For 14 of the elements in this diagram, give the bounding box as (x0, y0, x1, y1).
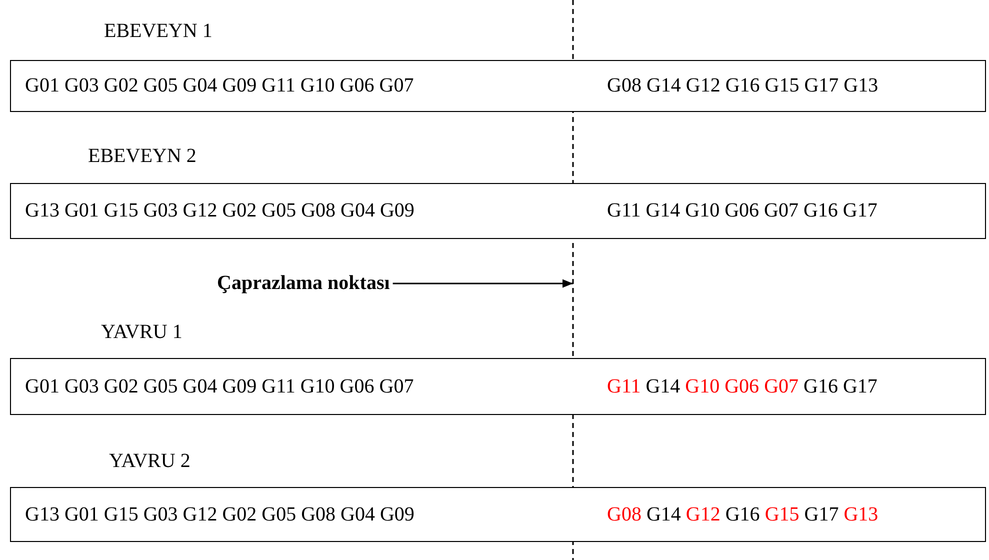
gene-sequence: G08 G14 G12 G16 G15 G17 G13 (607, 74, 878, 98)
gene-sequence: G08 G14 G12 G16 G15 G17 G13 (607, 503, 878, 526)
gene-sequence: G11 G14 G10 G06 G07 G16 G17 (607, 375, 878, 398)
gene-sequence: G11 G14 G10 G06 G07 G16 G17 (607, 200, 878, 222)
crossover-point-label: Çaprazlama noktası (217, 272, 390, 295)
gene-sequence: G01 G03 G02 G05 G04 G09 G11 G10 G06 G07 (25, 74, 414, 98)
arrow (392, 279, 573, 288)
chromosome-heading: YAVRU 2 (109, 450, 190, 473)
gene-sequence: G13 G01 G15 G03 G12 G02 G05 G08 G04 G09 (25, 503, 414, 526)
chromosome-heading: EBEVEYN 2 (88, 145, 196, 168)
chromosome-heading: YAVRU 1 (101, 321, 182, 344)
gene-sequence: G01 G03 G02 G05 G04 G09 G11 G10 G06 G07 (25, 375, 414, 398)
chromosome-heading: EBEVEYN 1 (104, 20, 212, 43)
gene-sequence: G13 G01 G15 G03 G12 G02 G05 G08 G04 G09 (25, 200, 414, 222)
